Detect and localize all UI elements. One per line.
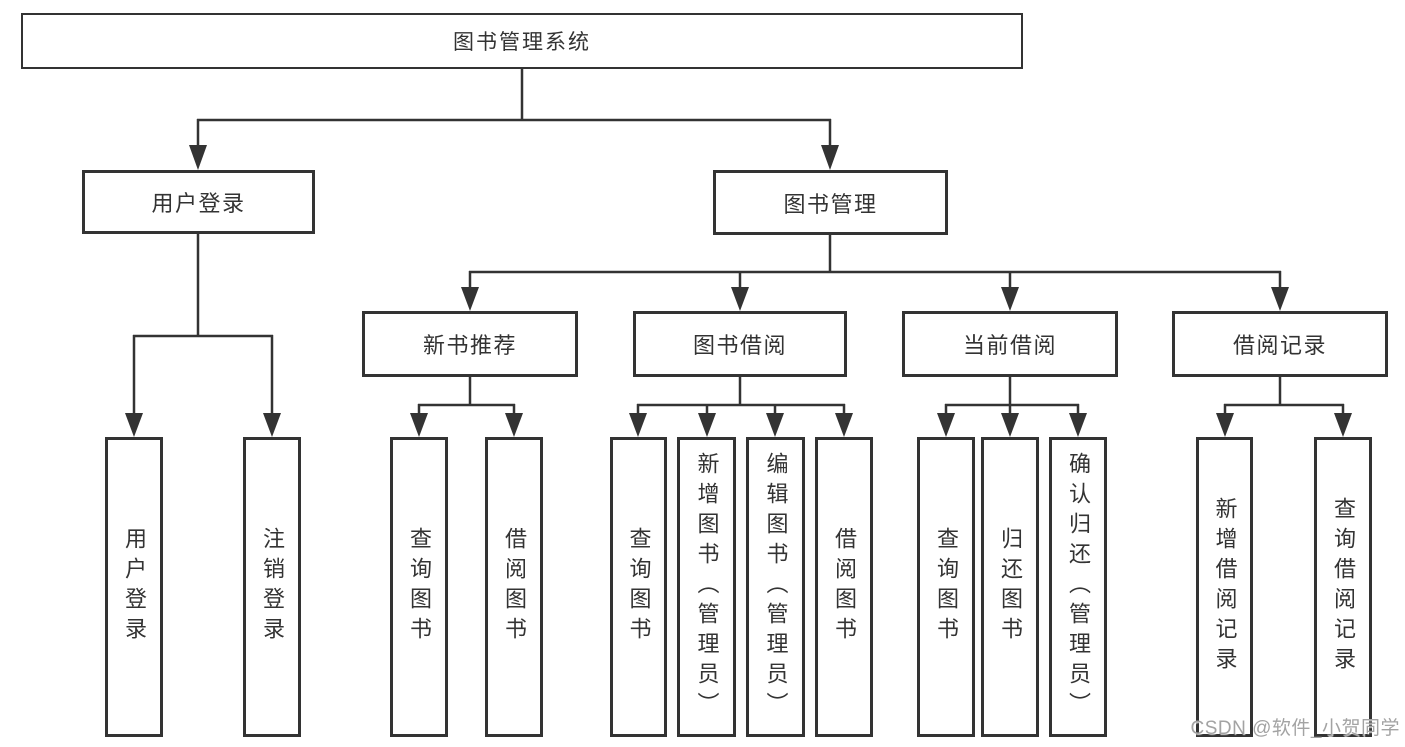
leaf-query-books-current: 查询图书 [917, 437, 975, 737]
arrowheads [125, 145, 1352, 437]
leaf-user-login: 用户登录 [105, 437, 163, 737]
arrow-down-icon [937, 413, 955, 437]
arrow-down-icon [835, 413, 853, 437]
arrow-down-icon [1334, 413, 1352, 437]
arrow-down-icon [731, 287, 749, 311]
leaf-borrow-books: 借阅图书 [815, 437, 873, 737]
connector-borrowing-records-to-children [1223, 377, 1345, 416]
arrow-down-icon [629, 413, 647, 437]
leaf-return-book: 归还图书 [981, 437, 1039, 737]
leaf-query-borrow-record: 查询借阅记录 [1314, 437, 1372, 737]
arrow-down-icon [1271, 287, 1289, 311]
leaf-query-borrow-record-label: 查询借阅记录 [1331, 497, 1356, 677]
arrow-down-icon [1216, 413, 1234, 437]
arrow-down-icon [1001, 413, 1019, 437]
leaf-add-book-admin: 新增图书（管理员） [677, 437, 736, 737]
arrow-down-icon [263, 413, 281, 437]
leaf-borrow-books-recommend: 借阅图书 [485, 437, 543, 737]
node-new-book-recommend-label: 新书推荐 [422, 333, 517, 358]
leaf-query-books-borrowing: 查询图书 [610, 437, 667, 737]
leaf-add-borrow-record-label: 新增借阅记录 [1212, 497, 1238, 677]
leaf-borrow-books-label: 借阅图书 [832, 527, 857, 647]
leaf-confirm-return-admin: 确认归还（管理员） [1049, 437, 1107, 737]
connector-root-to-branches [196, 68, 832, 148]
connector-current-borrowing-to-children [944, 377, 1080, 416]
leaf-confirm-return-admin-label: 确认归还（管理员） [1066, 452, 1091, 722]
node-book-management-label: 图书管理 [783, 191, 878, 217]
connector-new-book-to-children [417, 377, 516, 416]
arrow-down-icon [1001, 287, 1019, 311]
watermark: CSDN @软件_小贺同学 [1190, 718, 1400, 739]
arrow-down-icon [410, 413, 428, 437]
node-new-book-recommend: 新书推荐 [362, 311, 578, 377]
arrow-down-icon [125, 413, 143, 437]
arrow-down-icon [766, 413, 784, 437]
node-borrowing-records: 借阅记录 [1172, 311, 1388, 377]
node-user-login: 用户登录 [82, 170, 315, 234]
leaf-logout-label: 注销登录 [260, 527, 285, 647]
arrow-down-icon [505, 413, 523, 437]
leaf-query-books-recommend-label: 查询图书 [407, 527, 432, 647]
leaf-query-books-borrowing-label: 查询图书 [626, 527, 652, 647]
node-book-borrowing: 图书借阅 [633, 311, 847, 377]
leaf-edit-book-admin: 编辑图书（管理员） [746, 437, 805, 737]
leaf-add-book-admin-label: 新增图书（管理员） [694, 452, 720, 722]
leaf-return-book-label: 归还图书 [998, 527, 1023, 647]
leaf-query-books-current-label: 查询图书 [934, 527, 959, 647]
arrow-down-icon [821, 145, 839, 170]
connector-book-management-to-children [468, 235, 1282, 290]
node-current-borrowing: 当前借阅 [902, 311, 1118, 377]
connector-book-borrowing-to-children [636, 377, 846, 416]
node-current-borrowing-label: 当前借阅 [962, 333, 1057, 358]
leaf-borrow-books-recommend-label: 借阅图书 [502, 527, 527, 647]
leaf-edit-book-admin-label: 编辑图书（管理员） [763, 452, 789, 722]
arrow-down-icon [189, 145, 207, 170]
node-book-borrowing-label: 图书借阅 [692, 333, 787, 358]
connector-user-login-to-children [132, 234, 274, 416]
node-book-management: 图书管理 [713, 170, 948, 235]
node-borrowing-records-label: 借阅记录 [1232, 333, 1327, 358]
leaf-query-books-recommend: 查询图书 [390, 437, 448, 737]
arrow-down-icon [461, 287, 479, 311]
leaf-logout: 注销登录 [243, 437, 301, 737]
leaf-add-borrow-record: 新增借阅记录 [1196, 437, 1253, 737]
node-root-label: 图书管理系统 [453, 31, 591, 54]
arrow-down-icon [698, 413, 716, 437]
node-user-login-label: 用户登录 [151, 191, 246, 216]
node-root: 图书管理系统 [21, 13, 1023, 69]
leaf-user-login-label: 用户登录 [122, 527, 147, 647]
arrow-down-icon [1069, 413, 1087, 437]
